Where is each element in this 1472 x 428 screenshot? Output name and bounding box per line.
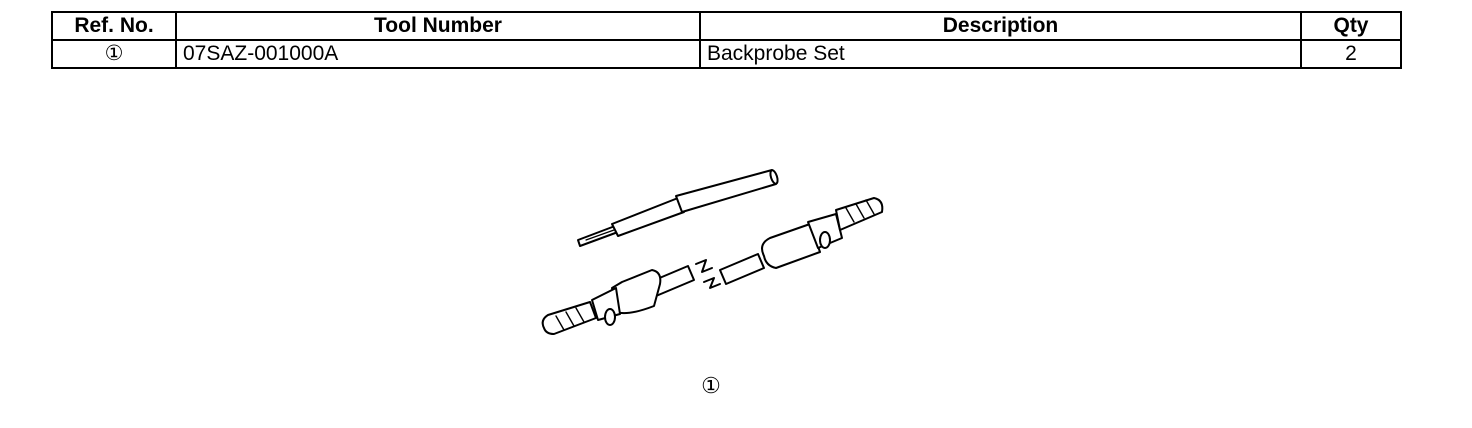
probe-pin-icon [577, 169, 779, 247]
header-qty: Qty [1300, 11, 1402, 41]
backprobe-set-drawing-icon [541, 169, 884, 335]
table-header-row: Ref. No. Tool Number Description Qty [51, 11, 1402, 41]
banana-plug-left-icon [541, 265, 695, 335]
header-ref-no: Ref. No. [51, 11, 177, 41]
cell-description: Backprobe Set [699, 39, 1302, 69]
cell-tool-number: 07SAZ-001000A [175, 39, 701, 69]
banana-plug-right-icon [761, 197, 884, 269]
table-row: ① 07SAZ-001000A Backprobe Set 2 [51, 39, 1402, 69]
header-tool-number: Tool Number [175, 11, 701, 41]
illustration-caption: ① [701, 373, 721, 398]
cable-break-icon [695, 253, 765, 289]
tool-table: Ref. No. Tool Number Description Qty ① 0… [51, 11, 1402, 69]
cell-qty: 2 [1300, 39, 1402, 69]
cell-ref-no: ① [51, 39, 177, 69]
header-description: Description [699, 11, 1302, 41]
